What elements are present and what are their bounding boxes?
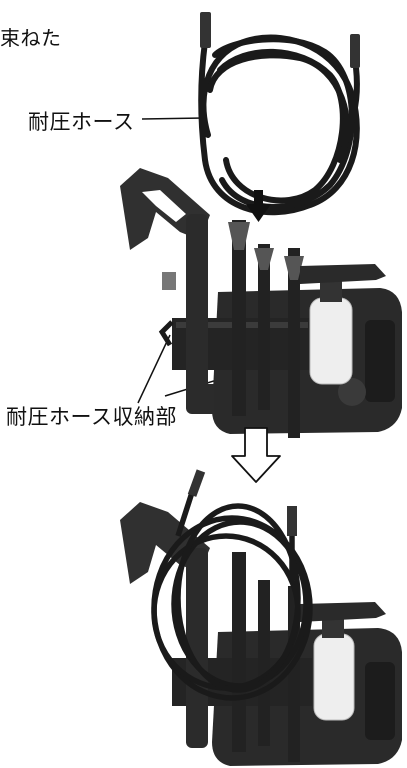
pressure-washer-top bbox=[120, 168, 402, 438]
hose-fitting-left bbox=[200, 12, 211, 48]
outline-arrow-down-icon bbox=[231, 427, 281, 483]
hose-leader-line bbox=[141, 117, 205, 120]
hose-label: 耐圧ホース bbox=[28, 110, 135, 134]
arrow-down-icon bbox=[246, 190, 271, 222]
caption-fragment: 束ねた bbox=[0, 26, 62, 50]
storage-leader-line-1 bbox=[137, 334, 171, 404]
hose-coil-top bbox=[198, 34, 360, 216]
pressure-washer-bottom bbox=[120, 469, 402, 766]
hose-fitting-right bbox=[350, 34, 360, 68]
storage-label: 耐圧ホース収納部 bbox=[6, 405, 177, 429]
